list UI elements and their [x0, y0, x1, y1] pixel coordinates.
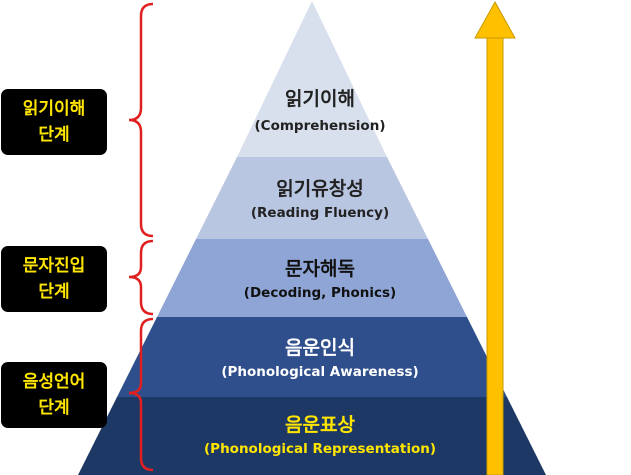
stage-label-line1: 문자진입	[22, 256, 86, 276]
level-subtitle-phonological-awareness: (Phonological Awareness)	[221, 364, 419, 380]
level-subtitle-comprehension: (Comprehension)	[254, 118, 386, 134]
up-arrow-icon	[474, 0, 516, 475]
level-title-comprehension: 읽기이해	[285, 88, 355, 110]
level-title-decoding: 문자해독	[285, 258, 355, 280]
stage-box-comprehension: 읽기이해 단계	[1, 89, 107, 155]
stage-label-line1: 읽기이해	[22, 99, 86, 119]
bracket-comprehension-stage	[128, 2, 154, 238]
stage-label-line1: 음성언어	[22, 372, 86, 392]
pyramid-level-phonological-awareness	[117, 317, 507, 397]
bracket-oral-language-stage	[128, 317, 154, 472]
pyramid-level-decoding	[157, 239, 467, 317]
pyramid-level-comprehension	[237, 1, 387, 157]
level-subtitle-phonological-representation: (Phonological Representation)	[204, 441, 436, 457]
level-subtitle-decoding: (Decoding, Phonics)	[243, 285, 397, 301]
stage-box-oral-language: 음성언어 단계	[1, 362, 107, 428]
stage-label-line2: 단계	[38, 282, 70, 302]
stage-box-letter-entry: 문자진입 단계	[1, 246, 107, 312]
pyramid-level-reading-fluency	[196, 157, 428, 239]
arrow-head	[474, 0, 516, 39]
stage-label-line2: 단계	[38, 125, 70, 145]
stage-label-line2: 단계	[38, 398, 70, 418]
bracket-letter-entry-stage	[128, 239, 154, 316]
level-title-phonological-representation: 음운표상	[285, 414, 355, 436]
level-title-reading-fluency: 읽기유창성	[276, 178, 364, 200]
level-title-phonological-awareness: 음운인식	[285, 337, 355, 359]
pyramid-level-phonological-representation	[78, 397, 546, 475]
level-subtitle-reading-fluency: (Reading Fluency)	[250, 205, 390, 221]
